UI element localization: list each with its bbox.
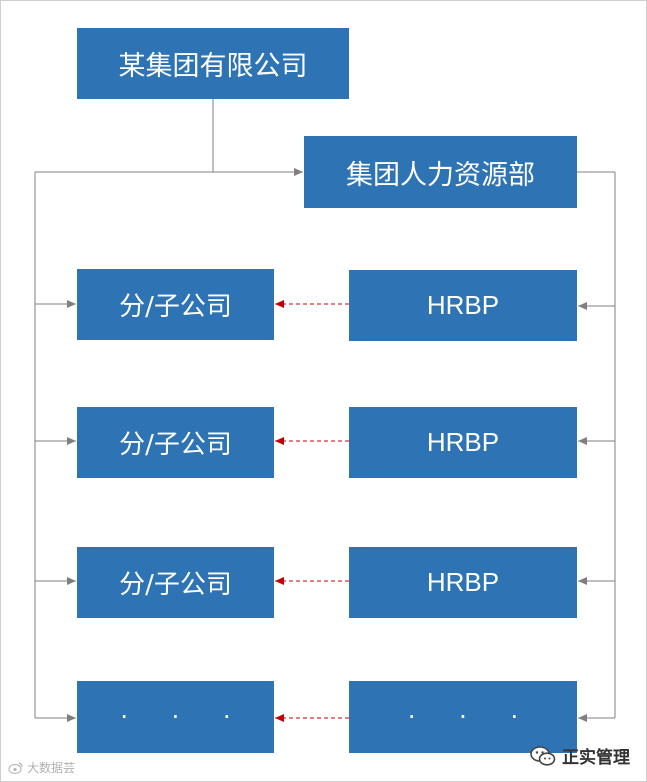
weibo-icon — [8, 761, 23, 774]
subsidiary-box-3: 分/子公司 — [77, 547, 274, 618]
root-company-label: 某集团有限公司 — [118, 51, 308, 82]
brand-mark: 正实管理 — [530, 743, 630, 768]
hrbp-label: HRBP — [426, 290, 500, 320]
hrbp-box-3: HRBP — [349, 547, 577, 618]
hrbp-label: HRBP — [426, 567, 500, 597]
hr-department-box: 集团人力资源部 — [304, 136, 577, 208]
hr-department-label: 集团人力资源部 — [346, 159, 535, 191]
subsidiary-box-more: · · · — [77, 681, 274, 753]
root-company-box: 某集团有限公司 — [77, 28, 349, 99]
subsidiary-box-2: 分/子公司 — [77, 407, 274, 478]
subsidiary-label: 分/子公司 — [119, 430, 232, 460]
watermark: 大数据芸 — [8, 759, 75, 776]
hrbp-box-1: HRBP — [349, 270, 577, 341]
wechat-icon — [530, 745, 556, 766]
brand-text: 正实管理 — [562, 748, 630, 768]
subsidiary-label: 分/子公司 — [119, 292, 232, 322]
subsidiary-label: 分/子公司 — [119, 570, 232, 600]
watermark-text: 大数据芸 — [27, 761, 76, 775]
hrbp-box-2: HRBP — [349, 407, 577, 478]
subsidiary-ellipsis: · · · — [120, 703, 249, 731]
subsidiary-box-1: 分/子公司 — [77, 269, 274, 340]
hrbp-ellipsis: · · · — [407, 703, 537, 731]
hrbp-label: HRBP — [426, 427, 500, 457]
